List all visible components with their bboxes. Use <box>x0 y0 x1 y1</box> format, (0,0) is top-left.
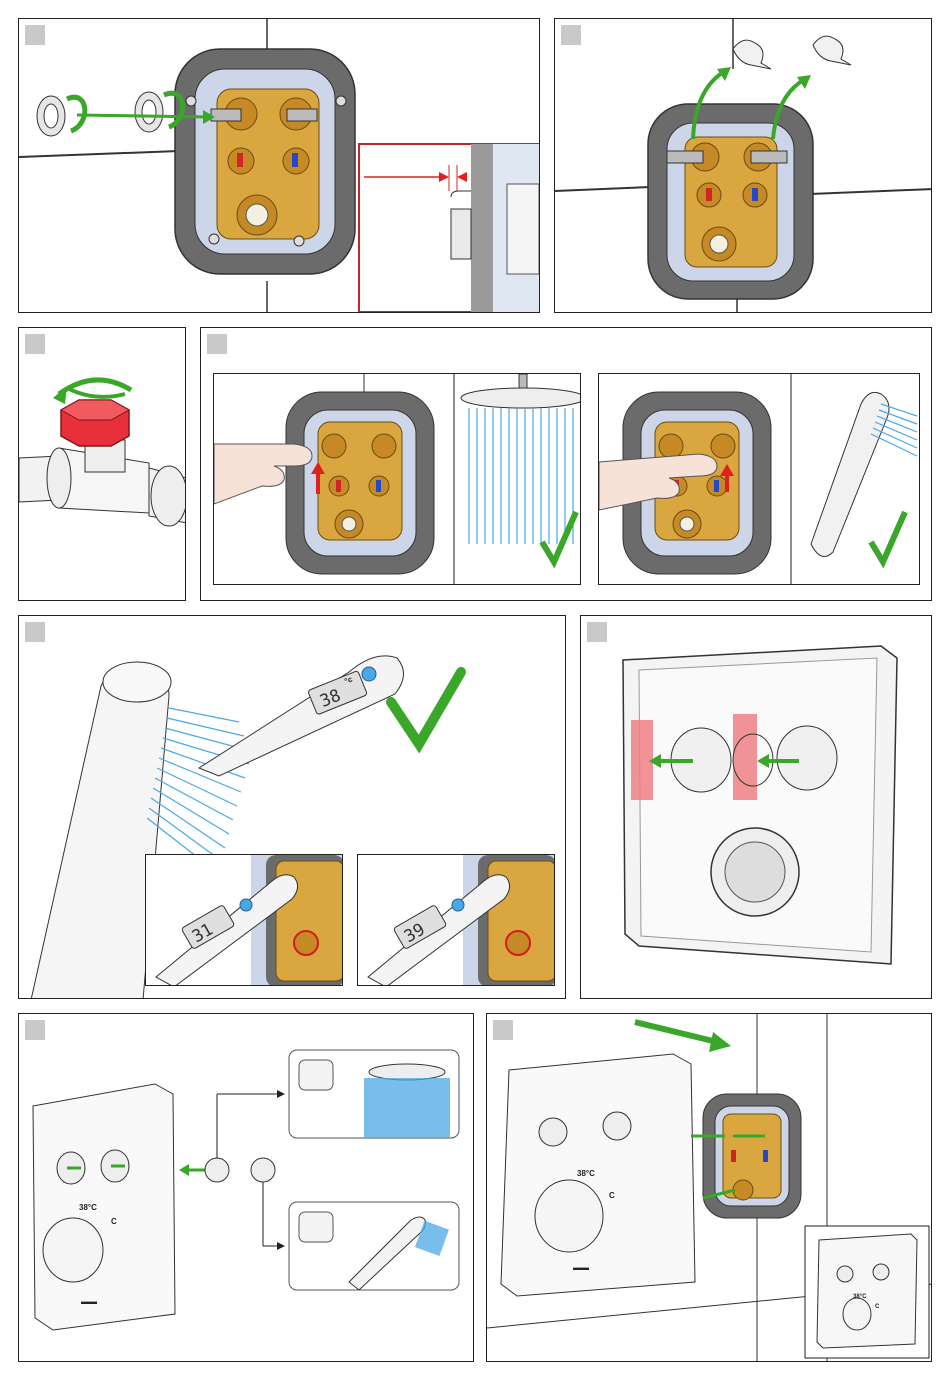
subpanel-test-overhead <box>213 373 581 585</box>
panel-step-6 <box>580 615 932 999</box>
shower-head-icon <box>364 1064 450 1138</box>
inset-temp-label: 38°C <box>853 1294 867 1300</box>
hand-shower-icon <box>873 1264 889 1280</box>
hand-shower-icon <box>603 1112 631 1140</box>
panel-step-1 <box>18 18 540 313</box>
panel-1-illustration <box>19 19 540 313</box>
panel-step-3 <box>18 327 186 601</box>
shower-head-icon <box>539 1118 567 1146</box>
faceplate-cold-label: C <box>111 1217 117 1226</box>
faceplate-temp-label: 38°C <box>79 1203 97 1212</box>
cold-marker <box>292 153 298 167</box>
panel-step-7: 38°C C ▬▬ <box>18 1013 474 1362</box>
panel-step-4 <box>200 327 932 601</box>
panel-step-8: 38°C C ▬▬ 38°C C <box>486 1013 932 1362</box>
shower-head-icon <box>205 1158 229 1182</box>
panel-step-5: 38 °c 31 3 <box>18 615 566 999</box>
faceplate-temp-label: 38°C <box>577 1169 595 1178</box>
thermometer-icon: 38 °c <box>199 656 404 776</box>
panel-step-2 <box>554 18 932 313</box>
shower-head-icon <box>837 1266 853 1282</box>
subpanel-temp-high: 39 <box>357 854 555 986</box>
hand-shower-icon <box>251 1158 275 1182</box>
inset-cold-label: C <box>875 1304 880 1310</box>
panel-2-illustration <box>555 19 932 313</box>
hot-marker <box>237 153 243 167</box>
step-badge <box>207 334 227 354</box>
subpanel-temp-low: 31 <box>145 854 343 986</box>
faceplate-brand: ▬▬ <box>573 1263 589 1272</box>
subpanel-test-hand-shower <box>598 373 920 585</box>
faceplate-brand: ▬▬ <box>81 1297 97 1306</box>
faceplate-cold-label: C <box>609 1191 615 1200</box>
stop-valve-icon <box>19 328 186 601</box>
